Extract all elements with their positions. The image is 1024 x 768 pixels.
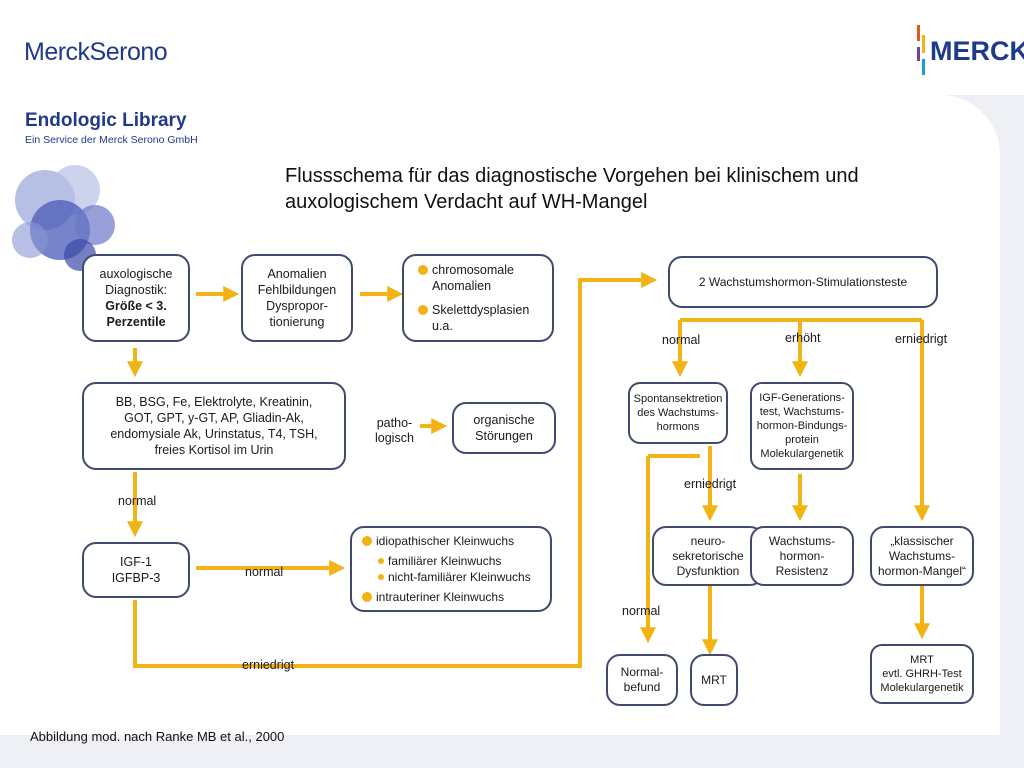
klein-line-4: intrauteriner Kleinwuchs (376, 590, 505, 604)
igfgen-line-5: Molekulargenetik (760, 448, 844, 460)
labs-line-3: endomysiale Ak, Urinstatus, T4, TSH, (110, 427, 318, 441)
box-klassischer-wh-mangel: „klassischer Wachstums- hormon-Mangel“ (870, 526, 974, 586)
aux-line-1: auxologische (99, 267, 173, 281)
box-igf-generationstest: IGF-Generations- test, Wachstums- hormon… (750, 382, 854, 470)
merck-logo-mark (917, 25, 925, 75)
mrt2-line-3: Molekulargenetik (880, 682, 964, 694)
label-erniedrigt-stim: erniedrigt (895, 332, 948, 346)
box-normalbefund: Normal- befund (606, 654, 678, 706)
label-normal-spont: normal (622, 604, 661, 618)
klein-item-2: familiärer Kleinwuchs (362, 553, 531, 569)
box-organische-stoerungen: organische Störungen (452, 402, 556, 454)
klein-item-3: nicht-familiärer Kleinwuchs (362, 569, 531, 585)
bullet-icon (418, 305, 428, 315)
aux-line-4: Perzentile (106, 315, 166, 329)
klass-line-2: Wachstums- (888, 548, 956, 563)
igfgen-line-2: test, Wachstums- (759, 406, 845, 418)
patho-line-2: logisch (375, 431, 414, 445)
box-laborwerte: BB, BSG, Fe, Elektrolyte, Kreatinin, GOT… (82, 382, 346, 470)
title-line-1: Flussschema für das diagnostische Vorgeh… (285, 165, 859, 187)
resist-line-2: hormon- (779, 548, 825, 563)
label-erniedrigt-spont: erniedrigt (684, 477, 737, 491)
aux-line-3: Größe < 3. (105, 299, 167, 313)
mrt2-line-1: MRT (910, 654, 934, 666)
klein-line-2: familiärer Kleinwuchs (388, 554, 502, 568)
merck-serono-logo: MerckSerono (24, 38, 168, 67)
igfgen-line-1: IGF-Generations- (759, 392, 845, 404)
neuro-line-2: sekretorische (672, 548, 744, 563)
bullet-icon (362, 592, 372, 602)
anomalien-line-2: Fehlbildungen (257, 283, 337, 297)
box-neurosekretorische-dysfunktion: neuro- sekretorische Dysfunktion (652, 526, 764, 586)
label-normal-stim: normal (662, 333, 701, 347)
patho-line-1: patho- (376, 416, 413, 430)
chromo-line-1: chromosomale (432, 263, 514, 277)
anomalien-line-1: Anomalien (267, 267, 327, 281)
anomalien-line-3: Dyspropor- (266, 299, 328, 313)
anomalien-line-4: tionierung (269, 315, 325, 329)
neuro-line-3: Dysfunktion (676, 563, 740, 578)
bullet-icon (418, 265, 428, 275)
chromo-line-2: Anomalien (432, 279, 492, 293)
igfgen-line-3: hormon-Bindungs- (756, 420, 848, 432)
merck-logo: MERCK (930, 36, 1024, 66)
klein-item-1: idiopathischer Kleinwuchs (362, 533, 531, 549)
box-wachstumshormon-resistenz: Wachstums- hormon- Resistenz (750, 526, 854, 586)
page-title: Flussschema für das diagnostische Vorgeh… (285, 163, 965, 215)
bullet-icon (378, 558, 384, 564)
label-pathologisch: patho- logisch (375, 416, 414, 446)
spont-line-3: hormons (656, 421, 700, 433)
box-stimulationsteste: 2 Wachstumshormon-Stimulationsteste (668, 256, 938, 308)
bullet-icon (378, 574, 384, 580)
spont-line-1: Spontansektretion (633, 393, 723, 405)
footer-citation: Abbildung mod. nach Ranke MB et al., 200… (30, 729, 285, 744)
label-erniedrigt-igf: erniedrigt (242, 658, 295, 672)
resist-line-1: Wachstums- (768, 533, 836, 548)
label-erhoeht: erhöht (785, 331, 821, 345)
klein-line-1: idiopathischer Kleinwuchs (376, 534, 515, 548)
organisch-line-1: organische (473, 413, 535, 427)
labs-line-1: BB, BSG, Fe, Elektrolyte, Kreatinin, (115, 395, 313, 409)
igf-line-1: IGF-1 (120, 555, 152, 569)
skelett-item: Skelettdysplasien (418, 302, 529, 318)
klein-item-4: intrauteriner Kleinwuchs (362, 589, 531, 605)
igfgen-line-4: protein (785, 434, 819, 446)
normalbefund-line-1: Normal- (620, 665, 664, 679)
molecule-image (12, 165, 115, 271)
klein-line-3: nicht-familiärer Kleinwuchs (388, 570, 531, 584)
library-subtitle: Ein Service der Merck Serono GmbH (25, 134, 198, 146)
box-spontansekretion: Spontansektretion des Wachstums- hormons (628, 382, 728, 444)
box-kleinwuchs: idiopathischer Kleinwuchs familiärer Kle… (350, 526, 552, 612)
box-mrt-ghrh-test: MRT evtl. GHRH-Test Molekulargenetik (870, 644, 974, 704)
box-chromosomale-anomalien: chromosomale Anomalien Skelettdysplasien… (402, 254, 554, 342)
skelett-line-2: u.a. (432, 319, 453, 333)
skelett-line-1: Skelettdysplasien (432, 303, 530, 317)
library-title: Endologic Library (25, 110, 187, 131)
box-mrt: MRT (690, 654, 738, 706)
organisch-line-2: Störungen (475, 429, 533, 443)
title-line-2: auxologischem Verdacht auf WH-Mangel (285, 191, 648, 213)
label-normal-labs: normal (118, 494, 157, 508)
spont-line-2: des Wachstums- (637, 407, 719, 419)
normalbefund-line-2: befund (623, 680, 661, 694)
aux-line-2: Diagnostik: (105, 283, 167, 297)
box-igf1-igfbp3: IGF-1 IGFBP-3 (82, 542, 190, 598)
klass-line-3: hormon-Mangel“ (877, 563, 967, 578)
labs-line-2: GOT, GPT, y-GT, AP, Gliadin-Ak, (124, 411, 304, 425)
label-normal-igf: normal (245, 565, 284, 579)
neuro-line-1: neuro- (690, 533, 726, 548)
box-anomalien: Anomalien Fehlbildungen Dyspropor- tioni… (241, 254, 353, 342)
chromo-item: chromosomale (418, 262, 529, 278)
klass-line-1: „klassischer (890, 533, 954, 548)
igf-line-2: IGFBP-3 (111, 571, 161, 585)
box-auxologische-diagnostik: auxologische Diagnostik: Größe < 3. Perz… (82, 254, 190, 342)
resist-line-3: Resistenz (775, 563, 829, 578)
mrt2-line-2: evtl. GHRH-Test (882, 668, 962, 680)
logo-left-text: MerckSerono (24, 38, 168, 66)
bullet-icon (362, 536, 372, 546)
labs-line-4: freies Kortisol im Urin (154, 443, 274, 457)
